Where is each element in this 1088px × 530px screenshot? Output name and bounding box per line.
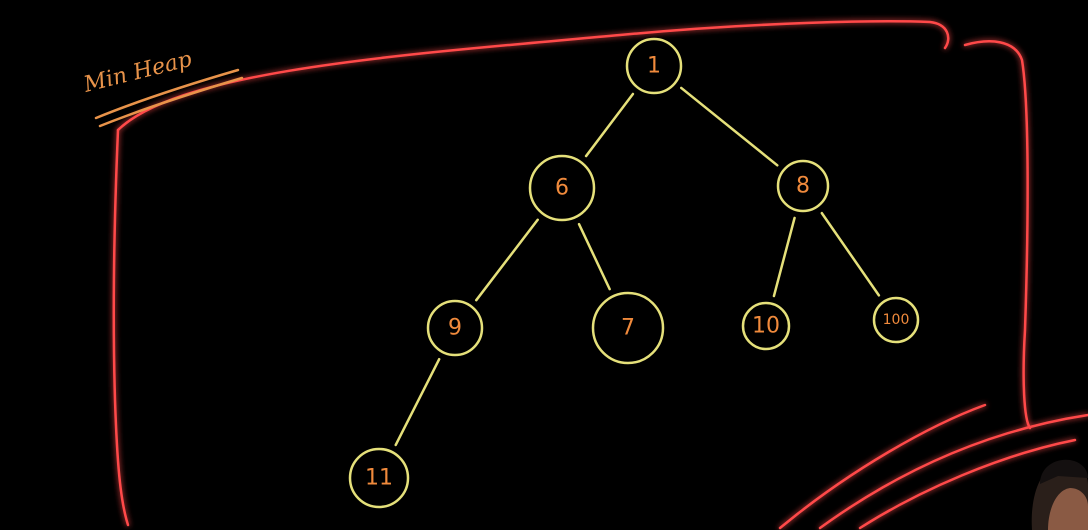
- tree-edges: [394, 86, 881, 447]
- node-value: 9: [448, 316, 462, 341]
- node-value: 7: [621, 316, 635, 341]
- tree-node-100: 100: [872, 296, 920, 344]
- tree-node-10: 10: [741, 301, 791, 351]
- node-value: 6: [555, 176, 569, 201]
- tree-nodes: 1 6 8 9 7 10 100 11: [348, 37, 920, 509]
- node-value: 1: [647, 54, 661, 79]
- presenter-thumbnail: [1031, 459, 1088, 530]
- tree-edge-n1-n8: [680, 86, 779, 167]
- title-annotation: Min Heap: [80, 47, 244, 128]
- tree-edge-n8-n100: [820, 211, 881, 297]
- tree-edge-n8-n10: [772, 216, 796, 298]
- heap-title: Min Heap: [80, 47, 194, 98]
- tree-node-6: 6: [528, 154, 596, 222]
- node-value: 8: [796, 174, 810, 199]
- node-circle: [426, 299, 484, 357]
- tree-node-1: 1: [625, 37, 683, 95]
- tree-edge-n6-n9: [475, 218, 539, 302]
- node-circle: [776, 159, 830, 213]
- tree-node-9: 9: [426, 299, 484, 357]
- node-circle: [591, 291, 665, 365]
- tree-edge-n1-n6: [584, 92, 635, 158]
- tree-node-8: 8: [776, 159, 830, 213]
- node-value: 10: [752, 314, 780, 339]
- node-circle: [625, 37, 683, 95]
- node-circle: [528, 154, 596, 222]
- node-circle: [348, 447, 410, 509]
- tree-node-11: 11: [348, 447, 410, 509]
- node-value: 11: [365, 466, 393, 491]
- node-circle: [741, 301, 791, 351]
- tree-edge-n9-n11: [394, 357, 441, 447]
- node-circle: [872, 296, 920, 344]
- node-value: 100: [883, 312, 910, 328]
- frame-outline: [112, 20, 1088, 530]
- tree-node-7: 7: [591, 291, 665, 365]
- tree-edge-n6-n7: [577, 222, 611, 291]
- title-underline: [94, 68, 244, 128]
